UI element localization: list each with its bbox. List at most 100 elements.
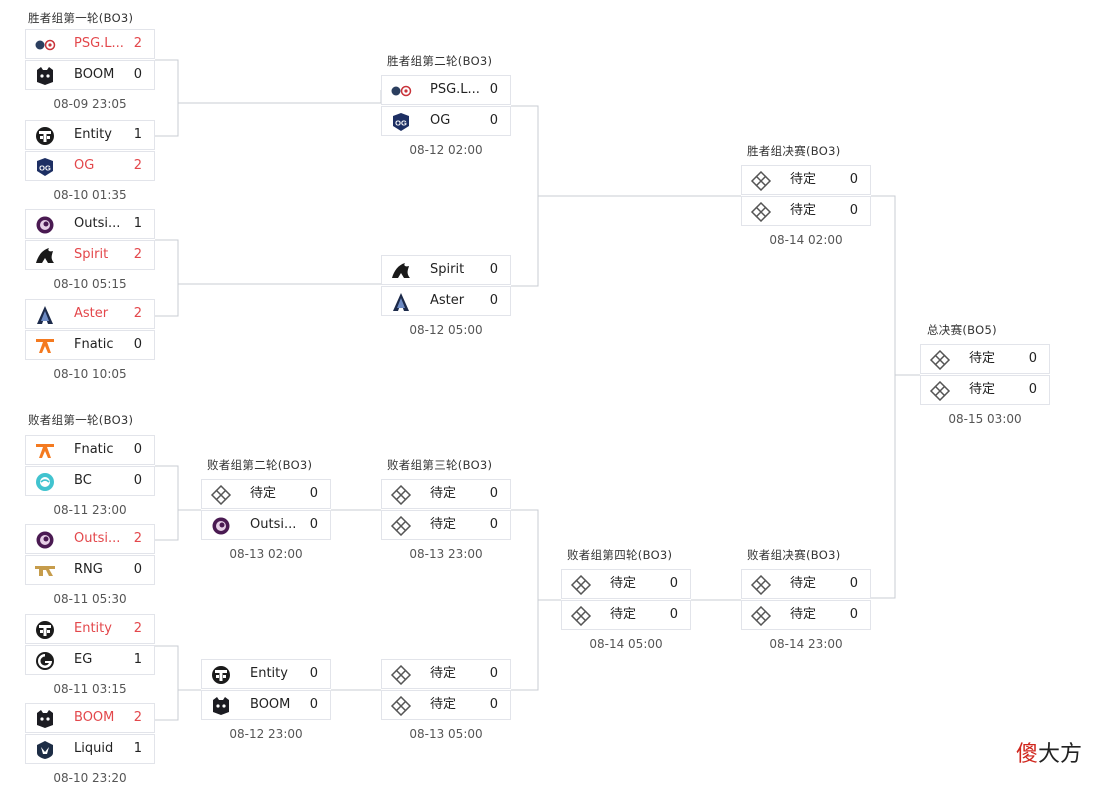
team-score: 0	[133, 562, 142, 577]
tbd-logo-icon	[750, 202, 772, 222]
team-score: 0	[1028, 382, 1037, 397]
team-name: BOOM	[74, 710, 115, 725]
team-score: 1	[133, 652, 142, 667]
match-time: 08-14 05:00	[589, 637, 663, 651]
outsiders-logo-icon	[210, 516, 232, 536]
stage-label-lower-round-2: 败者组第二轮(BO3)	[207, 458, 313, 472]
outsiders-logo-icon	[34, 530, 56, 550]
og-logo-icon: OG	[34, 157, 56, 177]
svg-text:OG: OG	[39, 164, 51, 173]
entity-logo-icon	[34, 126, 56, 146]
stage-label-upper-round-1: 胜者组第一轮(BO3)	[28, 11, 134, 25]
team-score: 0	[309, 486, 318, 501]
team-score: 0	[309, 517, 318, 532]
team-score: 0	[133, 473, 142, 488]
boom-logo-icon	[34, 709, 56, 729]
match-time: 08-13 02:00	[229, 547, 303, 561]
stage-label-lower-round-4: 败者组第四轮(BO3)	[567, 548, 673, 562]
eg-logo-icon	[34, 651, 56, 671]
tbd-logo-icon	[390, 696, 412, 716]
match-time: 08-13 23:00	[409, 547, 483, 561]
team-score: 0	[849, 172, 858, 187]
team-name: 待定	[430, 486, 457, 501]
team-name: PSG.L...	[74, 36, 124, 51]
fnatic-logo-icon	[34, 336, 56, 356]
team-score: 2	[133, 158, 142, 173]
team-row[interactable]: Outsi... 1	[25, 209, 155, 239]
match-time: 08-10 23:20	[53, 771, 127, 785]
team-score: 0	[669, 576, 678, 591]
match-time: 08-10 10:05	[53, 367, 127, 381]
match-time: 08-14 02:00	[769, 233, 843, 247]
team-score: 2	[133, 247, 142, 262]
team-row[interactable]: 待定 0	[741, 165, 871, 195]
match-time: 08-11 05:30	[53, 592, 127, 606]
tbd-logo-icon	[570, 606, 592, 626]
tbd-logo-icon	[750, 606, 772, 626]
tbd-logo-icon	[390, 485, 412, 505]
tbd-logo-icon	[390, 665, 412, 685]
watermark: 傻大方	[1016, 736, 1082, 768]
team-score: 0	[489, 517, 498, 532]
team-row[interactable]: Outsi...2	[25, 524, 155, 554]
team-name: Entity	[74, 127, 112, 142]
stage-label-upper-final: 胜者组决赛(BO3)	[747, 144, 841, 158]
match-time: 08-10 01:35	[53, 188, 127, 202]
psg-lgd-logo-icon	[34, 35, 56, 55]
team-score: 2	[133, 306, 142, 321]
team-name: 待定	[790, 172, 817, 187]
team-score: 0	[489, 293, 498, 308]
team-name: Outsi...	[250, 517, 297, 532]
team-score: 1	[133, 127, 142, 142]
bc-logo-icon	[34, 472, 56, 492]
team-score: 0	[849, 203, 858, 218]
team-score: 0	[849, 576, 858, 591]
team-name: BOOM	[74, 67, 115, 82]
team-name: Liquid	[74, 741, 114, 756]
stage-label-lower-final: 败者组决赛(BO3)	[747, 548, 841, 562]
svg-text:OG: OG	[395, 119, 407, 128]
team-name: 待定	[790, 203, 817, 218]
match-time: 08-11 03:15	[53, 682, 127, 696]
team-row[interactable]: Entity 1	[25, 120, 155, 150]
team-row[interactable]: Outsi... 0	[201, 510, 331, 540]
team-row[interactable]: PSG.L...2	[25, 29, 155, 59]
team-row[interactable]: PSG.L...0	[381, 75, 511, 105]
rng-logo-icon	[34, 561, 56, 581]
team-score: 0	[309, 666, 318, 681]
match-time: 08-15 03:00	[948, 412, 1022, 426]
stage-label-lower-round-3: 败者组第三轮(BO3)	[387, 458, 493, 472]
team-name: Outsi...	[74, 216, 121, 231]
team-row[interactable]: 待定 0	[741, 196, 871, 226]
team-score: 1	[133, 216, 142, 231]
watermark-red-text: 傻	[1015, 742, 1038, 767]
